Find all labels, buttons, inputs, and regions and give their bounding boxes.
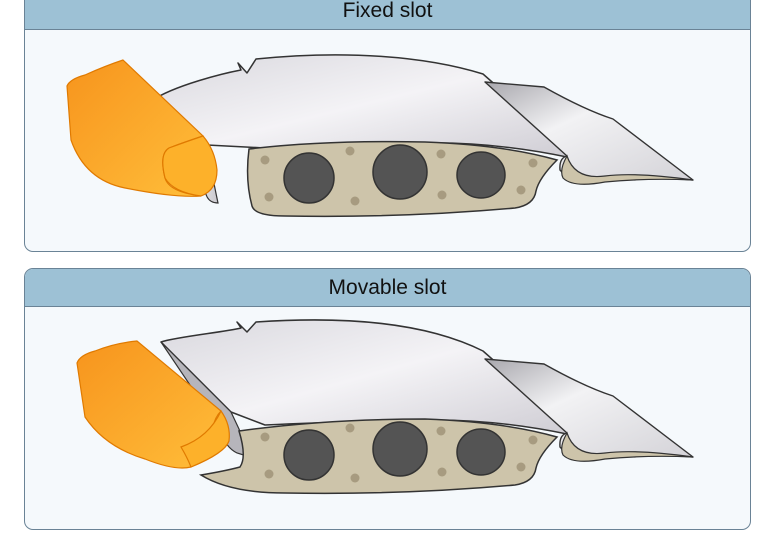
movable-slot-panel: Movable slot xyxy=(24,268,751,530)
slat-movable-face xyxy=(180,409,230,468)
rivet-dot xyxy=(437,467,447,477)
rivet-dot xyxy=(345,423,355,433)
flap-lower-surface xyxy=(561,154,694,185)
rivet-dot xyxy=(260,155,270,165)
spar-hole-3 xyxy=(456,428,506,476)
spar-hole-1 xyxy=(283,429,335,481)
spar-hole-1 xyxy=(283,152,335,204)
slat-fixed-face xyxy=(162,135,218,197)
rivet-dot xyxy=(528,158,538,168)
fixed-slot-wing-illustration xyxy=(66,54,694,218)
rivet-dot xyxy=(516,462,526,472)
spar-hole-2 xyxy=(372,421,428,477)
rivet-dot xyxy=(260,432,270,442)
rivet-dot xyxy=(437,190,447,200)
rivet-dot xyxy=(436,426,446,436)
rivet-dot xyxy=(350,196,360,206)
rivet-dot xyxy=(345,146,355,156)
fixed-slot-panel: Fixed slot xyxy=(24,0,751,252)
fixed-slot-title: Fixed slot xyxy=(25,0,750,30)
movable-slot-wing-illustration xyxy=(76,319,694,495)
rivet-dot xyxy=(350,473,360,483)
flap-lower-surface xyxy=(561,431,694,462)
spar-hole-3 xyxy=(456,151,506,199)
rivet-dot xyxy=(436,149,446,159)
rivet-dot xyxy=(528,435,538,445)
rivet-dot xyxy=(516,185,526,195)
fixed-slot-illustration-area xyxy=(25,30,750,251)
movable-slot-illustration-area xyxy=(25,307,750,529)
rivet-dot xyxy=(264,469,274,479)
spar-hole-2 xyxy=(372,144,428,200)
rivet-dot xyxy=(264,192,274,202)
movable-slot-title: Movable slot xyxy=(25,269,750,307)
